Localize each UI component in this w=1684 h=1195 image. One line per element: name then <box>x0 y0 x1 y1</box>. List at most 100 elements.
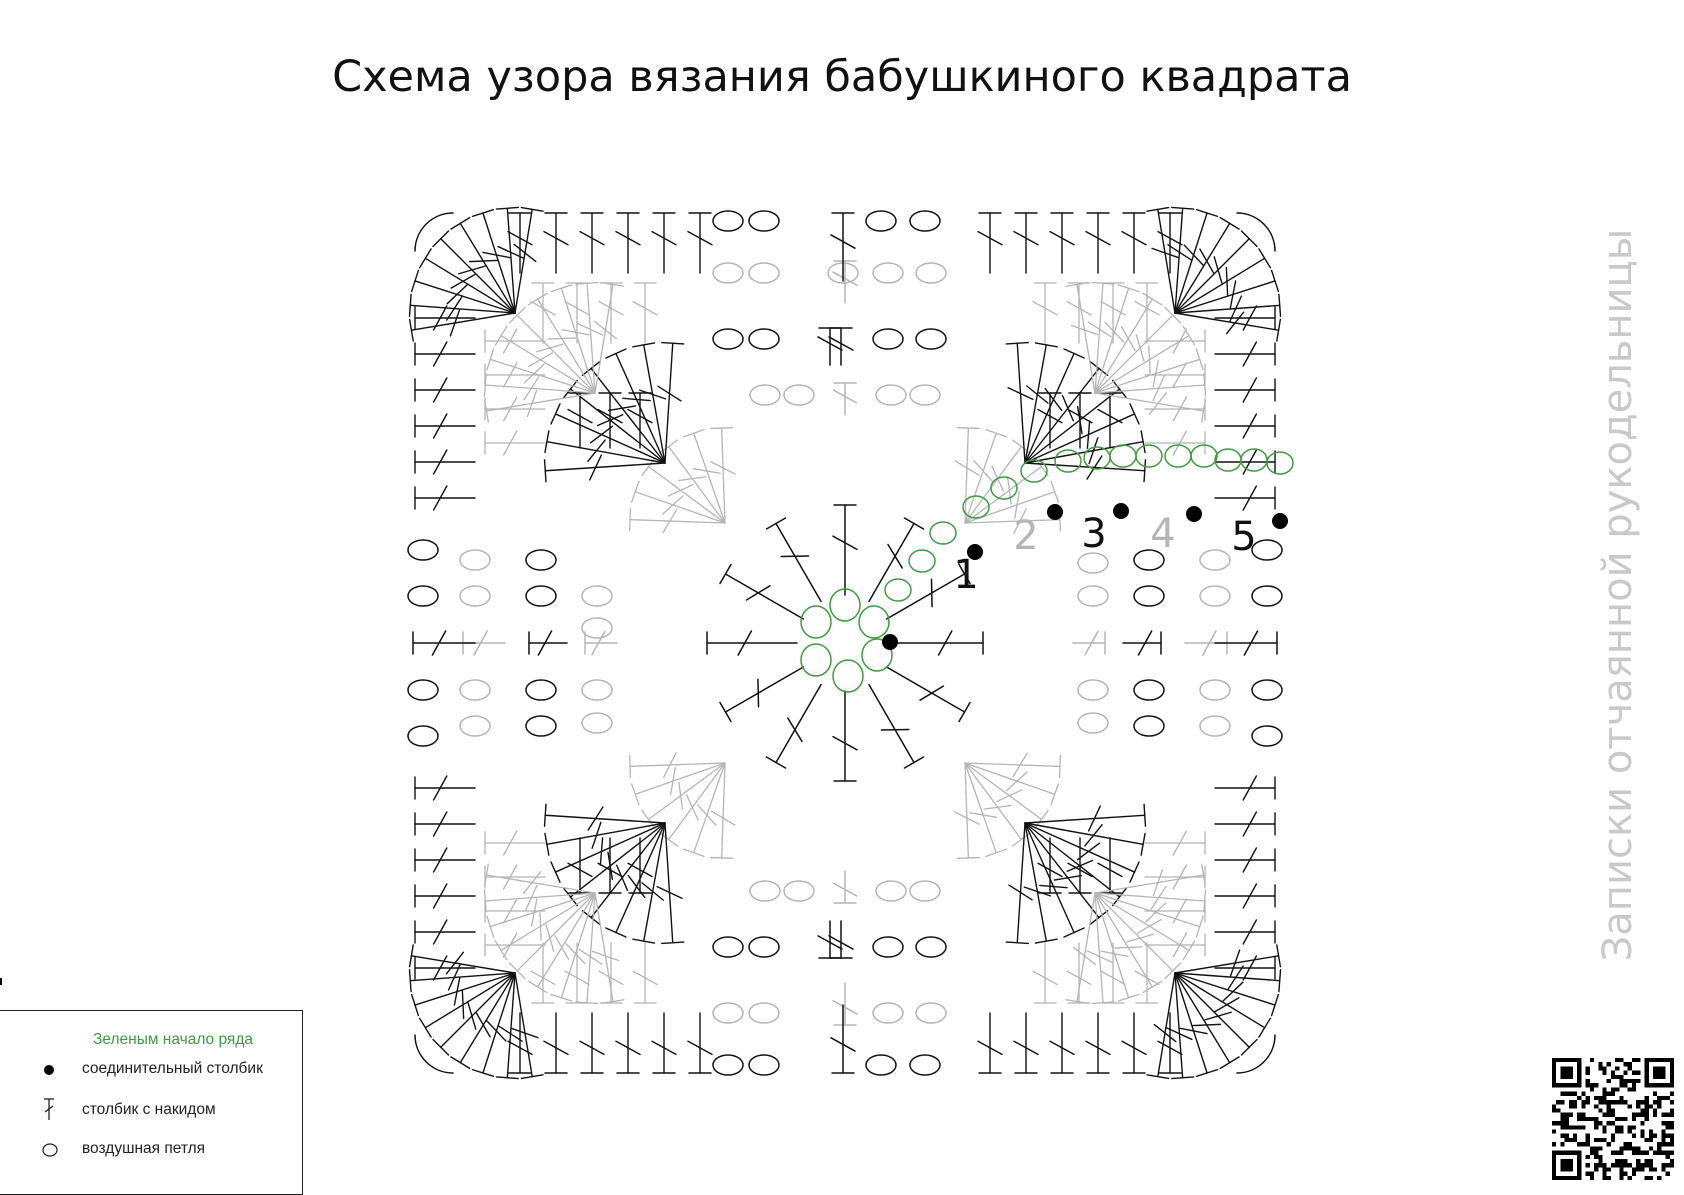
double-crochet-stitch <box>486 348 596 394</box>
chain-stitch <box>1251 725 1283 747</box>
double-crochet-stitch <box>450 216 516 314</box>
double-crochet-stitch <box>1024 348 1085 464</box>
double-crochet-stitch <box>1174 293 1282 322</box>
chain-stitch <box>1199 585 1231 607</box>
double-crochet-stitch <box>495 972 523 1080</box>
double-crochet-stitch <box>495 206 524 314</box>
double-crochet-stitch <box>484 898 546 924</box>
double-crochet-stitch <box>1023 822 1058 944</box>
legend-item-label: столбик с накидом <box>82 1101 216 1118</box>
chain-stitch <box>915 936 947 958</box>
double-crochet-stitch <box>615 1012 641 1074</box>
chain-stitch <box>459 715 491 737</box>
double-crochet-stitch <box>408 964 516 993</box>
double-crochet-stitch <box>651 1012 677 1074</box>
double-crochet-stitch <box>484 830 546 856</box>
double-crochet-stitch <box>484 389 596 423</box>
double-crochet-stitch <box>1174 972 1258 1056</box>
chain-stitch <box>915 1002 947 1024</box>
double-crochet-stitch <box>1214 305 1276 331</box>
legend-item-double-crochet: столбик с накидом <box>0 1098 300 1121</box>
double-crochet-stitch <box>629 507 726 534</box>
double-crochet-stitch <box>817 920 843 959</box>
double-crochet-stitch <box>414 919 476 945</box>
start-chain-stitch <box>1135 444 1163 468</box>
double-crochet-stitch <box>507 1012 533 1074</box>
double-crochet-stitch <box>1174 230 1258 314</box>
chain-stitch <box>407 585 439 607</box>
double-crochet-stitch <box>830 1004 856 1074</box>
double-crochet-stitch <box>408 293 516 321</box>
double-crochet-stitch <box>832 870 858 904</box>
double-crochet-stitch <box>1066 942 1092 1004</box>
double-crochet-stitch <box>615 212 641 274</box>
double-crochet-stitch <box>1037 392 1063 449</box>
chain-stitch <box>1199 715 1231 737</box>
double-crochet-stitch <box>954 427 981 524</box>
double-crochet-stitch <box>1174 269 1280 314</box>
chain-stitch <box>909 880 941 902</box>
double-crochet-stitch <box>1067 392 1093 449</box>
double-crochet-stitch <box>964 480 1059 524</box>
double-crochet-stitch <box>494 325 596 394</box>
chain-stitch <box>525 585 557 607</box>
double-crochet-stitch <box>594 282 625 394</box>
row-number: 5 <box>1231 514 1256 560</box>
double-crochet-stitch <box>1144 830 1206 856</box>
start-ring-chain <box>832 659 864 693</box>
double-crochet-stitch <box>719 563 805 620</box>
double-crochet-stitch <box>527 892 596 994</box>
double-crochet-stitch <box>414 883 476 909</box>
row-number: 1 <box>953 552 978 598</box>
double-crochet-stitch <box>598 282 624 344</box>
double-crochet-stitch <box>1072 630 1106 656</box>
double-crochet-stitch <box>1174 216 1240 314</box>
double-crochet-stitch <box>1144 898 1206 924</box>
double-crochet-stitch <box>1214 811 1276 837</box>
double-crochet-stitch <box>414 775 476 801</box>
start-ring-chain <box>861 638 893 672</box>
double-crochet-stitch <box>830 212 856 282</box>
row-number: 2 <box>1013 513 1038 559</box>
double-crochet-stitch <box>550 403 666 464</box>
chain-stitch <box>1251 679 1283 701</box>
double-crochet-stitch <box>528 630 568 656</box>
double-crochet-stitch <box>765 683 822 769</box>
start-chain-stitch <box>1266 451 1294 475</box>
chain-stitch <box>1133 549 1165 571</box>
double-crochet-stitch <box>597 392 623 449</box>
double-crochet-stitch <box>1134 942 1160 1004</box>
slip-stitch-dot <box>1113 503 1129 519</box>
double-crochet-stitch <box>1214 955 1276 981</box>
double-crochet-stitch <box>1024 822 1146 856</box>
start-ring-chain <box>858 605 890 639</box>
double-crochet-stitch <box>892 630 984 656</box>
double-crochet-stitch <box>1094 325 1196 394</box>
double-crochet-stitch <box>1024 822 1140 883</box>
chain-stitch <box>783 880 815 902</box>
double-crochet-stitch <box>977 212 1003 274</box>
double-crochet-stitch <box>885 666 971 723</box>
double-crochet-stitch <box>1094 892 1204 938</box>
chain-stitch <box>525 549 557 571</box>
double-crochet-stitch <box>1024 361 1109 464</box>
double-crochet-stitch <box>484 932 546 958</box>
double-crochet-stitch <box>484 430 546 456</box>
qr-code-icon <box>1552 1058 1674 1180</box>
start-chain-stitch <box>1214 448 1242 472</box>
double-crochet-stitch <box>1214 630 1278 656</box>
double-crochet-stitch <box>414 811 476 837</box>
double-crochet-stitch <box>629 752 726 779</box>
chain-stitch <box>407 539 439 561</box>
double-crochet-stitch <box>414 413 476 439</box>
double-crochet-stitch <box>484 396 546 422</box>
chain-stitch <box>407 725 439 747</box>
chain-stitch <box>865 210 897 232</box>
double-crochet-stitch <box>508 892 596 980</box>
double-crochet-stitch <box>1032 942 1058 1004</box>
double-crochet-stitch <box>719 666 805 723</box>
double-crochet-stitch <box>765 517 822 603</box>
double-crochet-stitch <box>564 282 590 344</box>
double-crochet-stitch <box>651 212 677 274</box>
double-crochet-stitch <box>1094 863 1206 897</box>
